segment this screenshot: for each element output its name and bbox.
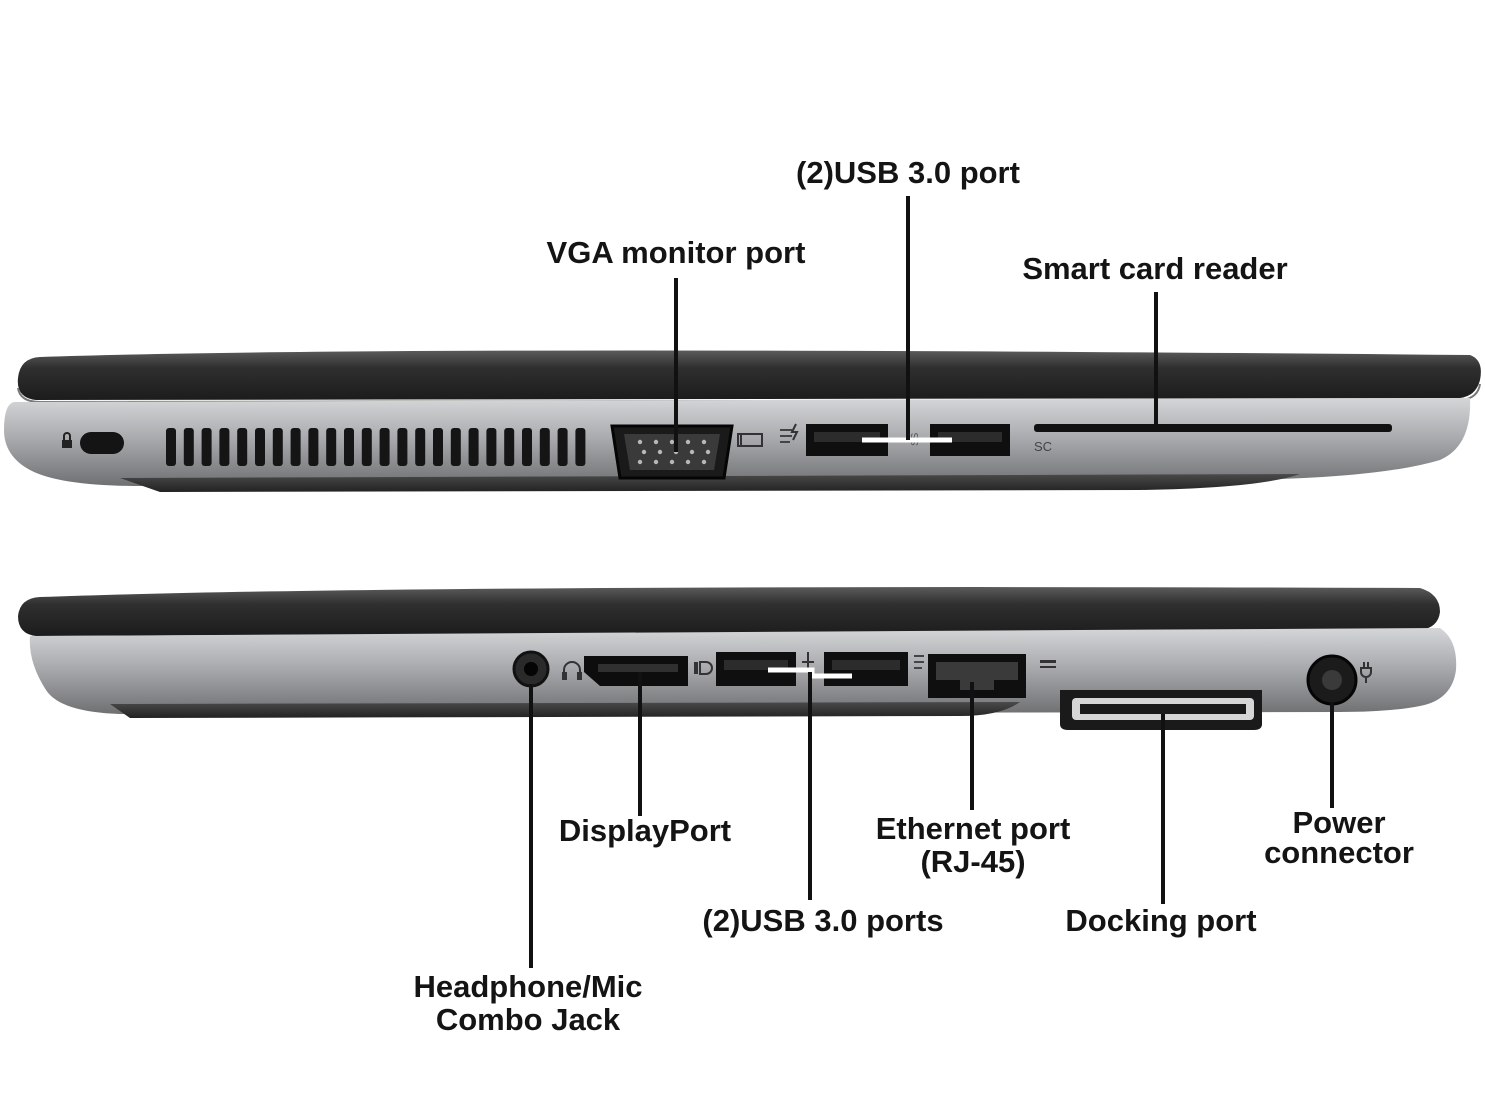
power-plug-icon xyxy=(1360,662,1372,683)
headset-icon xyxy=(562,661,582,680)
docking-port-slot xyxy=(1080,704,1246,714)
vent-slot xyxy=(183,428,194,466)
vga-pin xyxy=(669,459,675,465)
label-headphone-line2: Combo Jack xyxy=(435,1002,621,1037)
vent-slot xyxy=(361,428,372,466)
vent-slot xyxy=(379,428,390,466)
laptop-right-base xyxy=(110,702,1020,718)
vent-slot xyxy=(415,428,426,466)
label-ethernet-line1: Ethernet port xyxy=(875,811,1071,846)
vga-pin xyxy=(701,459,707,465)
vga-pin xyxy=(669,439,675,445)
usb-superspeed-icon xyxy=(914,655,924,669)
vent-slot xyxy=(557,428,568,466)
vga-pin xyxy=(657,449,663,455)
usb-port-right-1-tongue xyxy=(724,660,788,670)
vent-slot xyxy=(166,428,176,466)
vent-slot xyxy=(450,428,461,466)
displayport-tongue xyxy=(598,664,678,672)
vga-pin xyxy=(685,439,691,445)
label-power: Power connector xyxy=(1250,805,1428,870)
label-usb-top: (2)USB 3.0 port xyxy=(796,155,1020,190)
vent-slot xyxy=(201,428,212,466)
cooling-vents xyxy=(166,428,586,466)
ethernet-port-inner xyxy=(936,662,1018,690)
label-ethernet: Ethernet port (RJ-45) xyxy=(860,812,1086,878)
vga-pin xyxy=(653,439,659,445)
vent-slot xyxy=(433,428,443,466)
label-power-line1: Power xyxy=(1292,805,1386,840)
vent-slot xyxy=(290,428,301,466)
laptop-left-base xyxy=(120,474,1300,492)
usb-port-left-1-tongue xyxy=(814,432,880,442)
laptop-right-lid xyxy=(18,587,1440,636)
monitor-icon xyxy=(737,433,763,447)
displayport-icon xyxy=(694,661,713,675)
vga-pin xyxy=(637,459,643,465)
label-usb-bottom: (2)USB 3.0 ports xyxy=(702,903,944,938)
vent-slot xyxy=(486,428,497,466)
label-displayport: DisplayPort xyxy=(558,813,732,848)
label-headphone-line1: Headphone/Mic xyxy=(413,969,643,1004)
vga-pin xyxy=(685,459,691,465)
vent-slot xyxy=(219,428,230,466)
vga-pin xyxy=(705,449,711,455)
usb-icon xyxy=(802,652,814,670)
vent-slot xyxy=(255,428,265,466)
vga-pin xyxy=(653,459,659,465)
vent-slot xyxy=(397,428,408,466)
vga-pins xyxy=(637,439,711,465)
label-ethernet-line2: (RJ-45) xyxy=(920,844,1026,879)
usb-superspeed-charging-icon xyxy=(780,423,799,443)
laptop-left-side-view: SS SC xyxy=(4,350,1481,492)
usb-port-left-2-tongue xyxy=(938,432,1002,442)
vent-slot xyxy=(344,428,354,466)
lock-icon xyxy=(62,432,72,448)
power-connector-pin xyxy=(1322,670,1342,690)
vent-slot xyxy=(308,428,319,466)
vga-pin xyxy=(701,439,707,445)
label-smart-card: Smart card reader xyxy=(1022,251,1288,286)
vent-slot xyxy=(504,428,515,466)
label-vga: VGA monitor port xyxy=(546,235,806,270)
headphone-jack-hole xyxy=(524,662,538,676)
smart-card-slot xyxy=(1034,424,1392,432)
laptop-left-lid xyxy=(17,350,1481,400)
smart-card-marking: SC xyxy=(1034,439,1052,454)
vga-port xyxy=(610,424,734,480)
vent-slot xyxy=(237,428,248,466)
laptop-right-side-view xyxy=(18,587,1457,730)
vent-slot xyxy=(272,428,283,466)
label-headphone: Headphone/Mic Combo Jack xyxy=(390,970,666,1036)
leader-lines xyxy=(529,196,1334,968)
label-docking: Docking port xyxy=(1065,903,1257,938)
vga-pin xyxy=(689,449,695,455)
vent-slot xyxy=(575,428,586,466)
label-power-line2: connector xyxy=(1264,835,1414,870)
vga-pin xyxy=(641,449,647,455)
vent-slot xyxy=(326,428,337,466)
vent-slot xyxy=(468,428,479,466)
usb-port-right-2-tongue xyxy=(832,660,900,670)
vga-pin xyxy=(637,439,643,445)
network-icon xyxy=(1040,660,1056,668)
vent-slot xyxy=(522,428,532,466)
security-lock-slot xyxy=(80,432,124,454)
vent-slot xyxy=(539,428,550,466)
